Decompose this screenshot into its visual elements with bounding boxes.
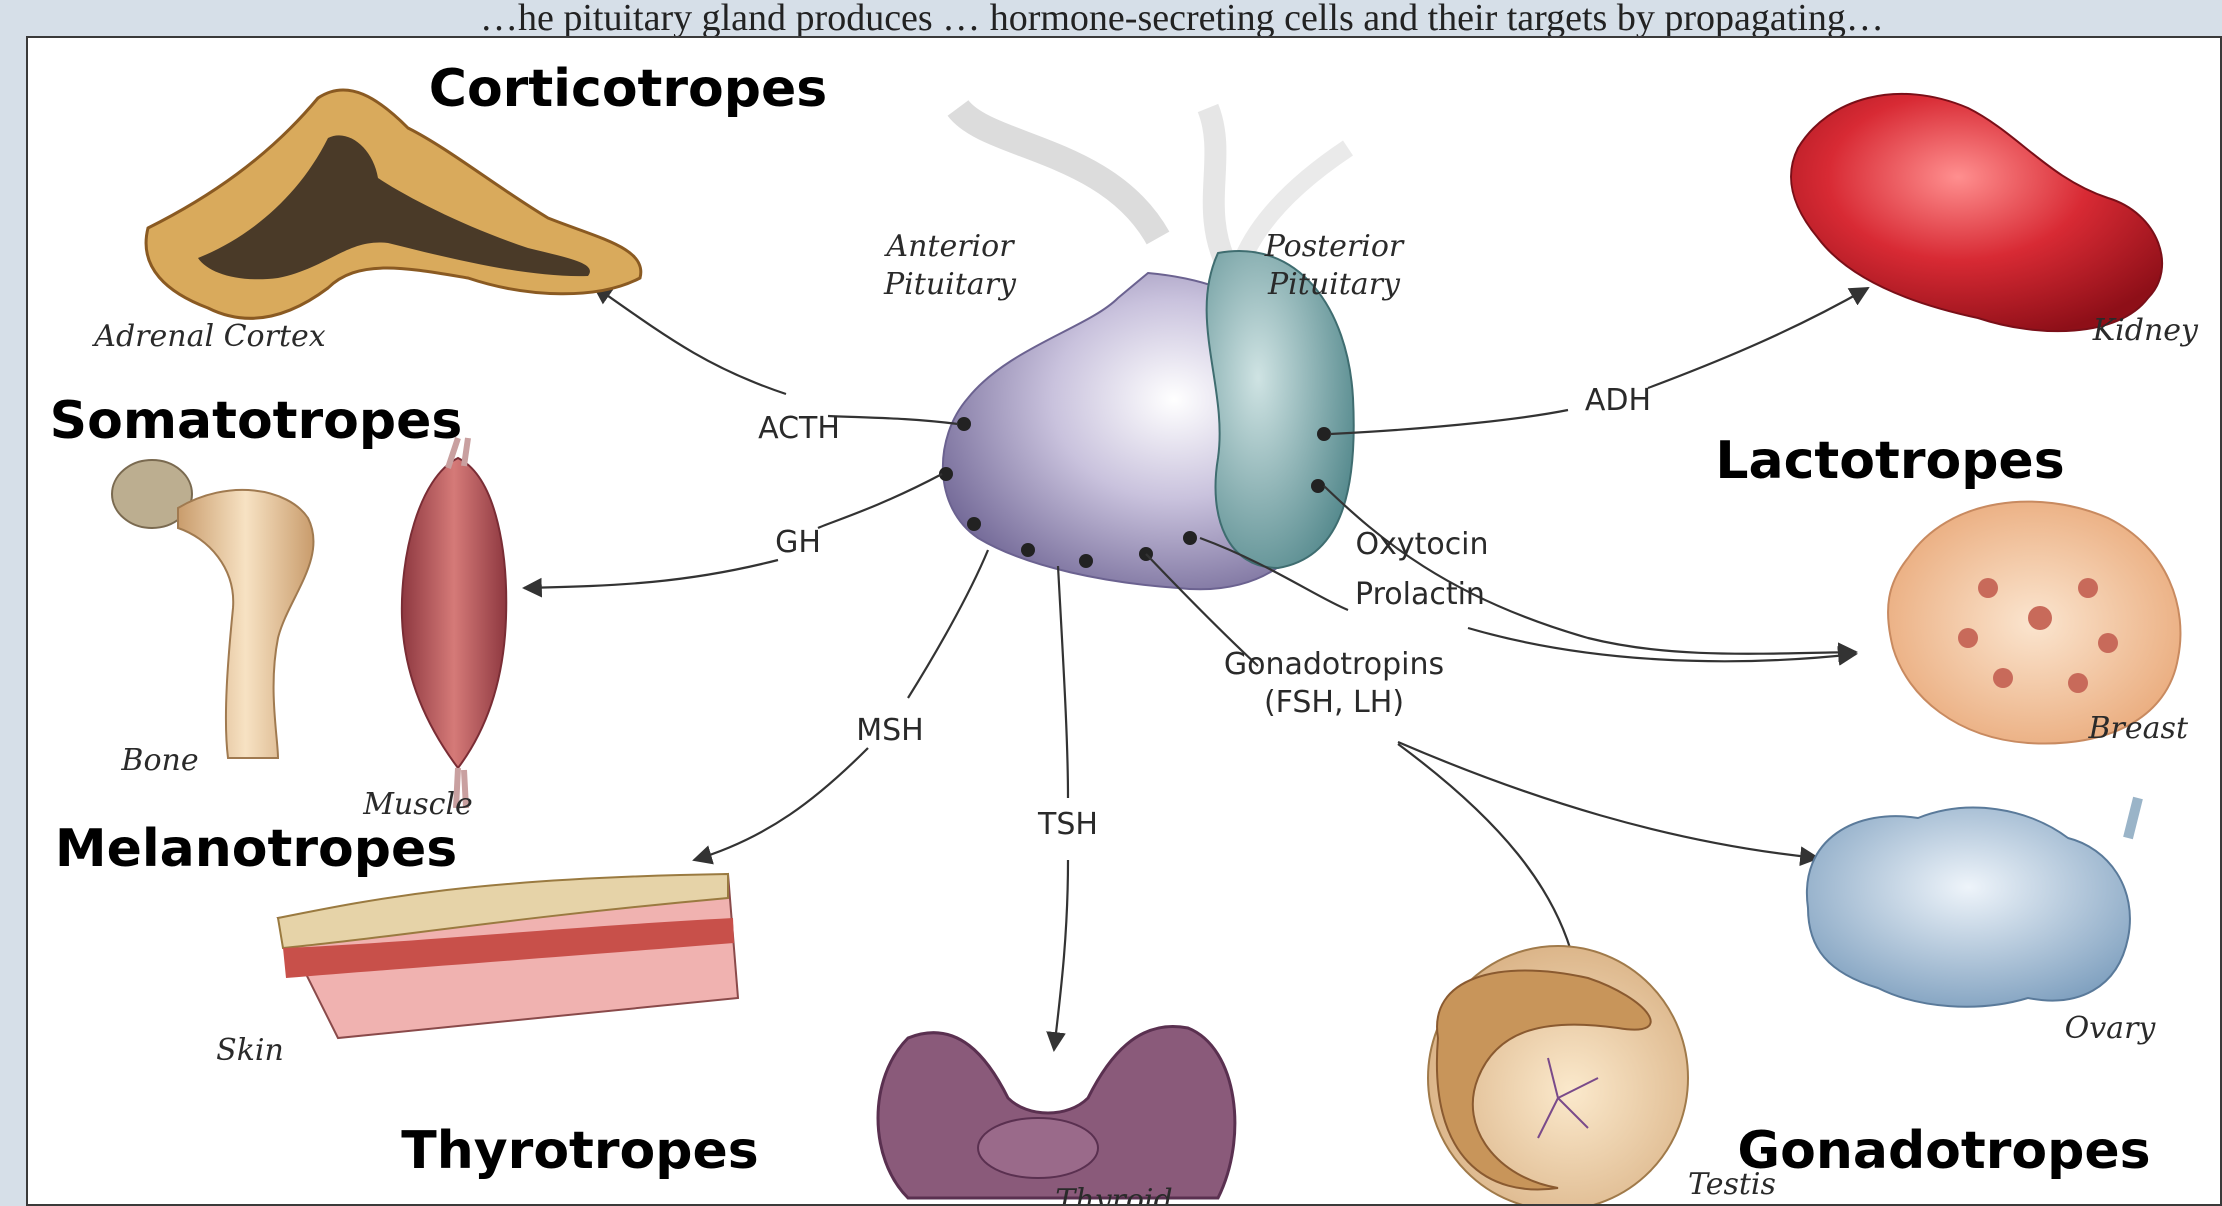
prolactin-label: Prolactin <box>1355 577 1485 612</box>
skin-illustration <box>278 874 738 1038</box>
msh-arrow <box>694 748 868 860</box>
adh-label: ADH <box>1585 383 1651 418</box>
gh-label: GH <box>775 525 821 560</box>
tsh-label: TSH <box>1037 807 1098 842</box>
gonadotropins-label-1: Gonadotropins <box>1224 647 1444 682</box>
testis-illustration <box>1428 946 1688 1204</box>
bone-label: Bone <box>120 743 198 778</box>
lactotropes-label: Lactotropes <box>1715 431 2064 491</box>
gonadotropins-label-2: (FSH, LH) <box>1264 685 1404 720</box>
header-partial-text: …he pituitary gland produces … hormone-s… <box>480 0 1884 36</box>
pituitary-gland: Anterior Pituitary Posterior Pituitary <box>883 108 1405 589</box>
gonadotropes-label: Gonadotropes <box>1737 1121 2150 1181</box>
acth-arrow <box>594 286 786 394</box>
thyrotropes-label: Thyrotropes <box>401 1121 758 1181</box>
corticotropes-label: Corticotropes <box>429 59 827 119</box>
posterior-pituitary-label-1: Posterior <box>1264 229 1405 264</box>
pituitary-diagram: Anterior Pituitary Posterior Pituitary <box>28 38 2220 1204</box>
ovary-label: Ovary <box>2065 1011 2157 1046</box>
infundibulum-stalk <box>958 108 1158 238</box>
adh-line <box>1330 410 1568 434</box>
diagram-panel: Anterior Pituitary Posterior Pituitary <box>26 36 2222 1206</box>
oxytocin-arrow <box>1324 486 1856 654</box>
acth-label: ACTH <box>758 411 840 446</box>
msh-line <box>908 550 988 698</box>
gh-arrow <box>524 560 778 588</box>
somatotropes-label: Somatotropes <box>50 391 463 451</box>
posterior-pituitary-label-2: Pituitary <box>1267 267 1401 302</box>
acth-line <box>828 416 958 424</box>
thyroid-label: Thyroid <box>1055 1183 1172 1204</box>
gh-line <box>818 474 942 528</box>
oxytocin-label: Oxytocin <box>1355 527 1488 562</box>
hypothalamic-stalk <box>1208 108 1228 268</box>
melanotropes-label: Melanotropes <box>55 819 457 879</box>
kidney-label: Kidney <box>2092 313 2199 348</box>
prolactin-arrow <box>1468 628 1856 661</box>
anterior-pituitary-label-1: Anterior <box>883 229 1015 264</box>
skin-label: Skin <box>216 1033 284 1068</box>
breast-illustration <box>1888 502 2180 744</box>
msh-label: MSH <box>856 713 924 748</box>
tsh-line <box>1058 566 1068 798</box>
tsh-arrow <box>1054 860 1068 1050</box>
thyroid-illustration <box>878 1026 1235 1198</box>
muscle-label: Muscle <box>362 787 473 822</box>
header-strip: …he pituitary gland produces … hormone-s… <box>0 0 2222 36</box>
bone-illustration <box>112 460 314 758</box>
ovary-illustration <box>1807 798 2138 1007</box>
anterior-pituitary-label-2: Pituitary <box>883 267 1017 302</box>
adh-arrow <box>1648 288 1868 388</box>
adrenal-cortex-label: Adrenal Cortex <box>91 319 325 354</box>
gonadotropins-ovary-arrow <box>1398 742 1818 858</box>
kidney-illustration <box>1791 94 2162 331</box>
muscle-illustration <box>402 438 506 808</box>
adrenal-cortex-illustration <box>146 90 641 318</box>
breast-label: Breast <box>2088 711 2189 746</box>
